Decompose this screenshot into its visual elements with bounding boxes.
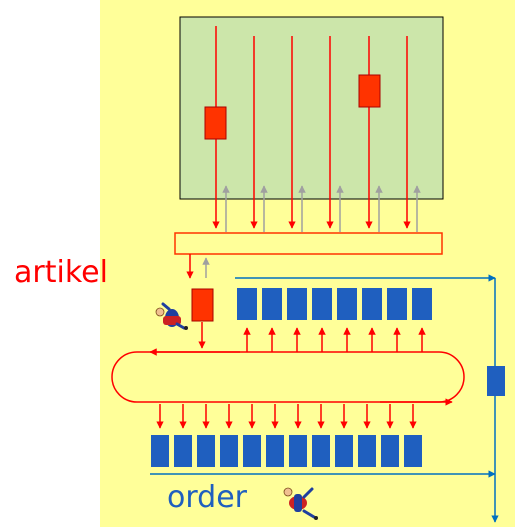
- storage-return-arrows: [222, 185, 421, 232]
- order-flow-lines: [150, 274, 499, 523]
- storage-item-box-2: [358, 74, 381, 108]
- lower-bin-12: [404, 435, 422, 467]
- loop-to-upper-bins-arrows: [243, 327, 426, 352]
- circulation-loop: [111, 351, 465, 403]
- lower-bin-3: [197, 435, 215, 467]
- upper-bin-5: [337, 288, 357, 320]
- worker-icon: [283, 487, 318, 520]
- upper-bin-7: [387, 288, 407, 320]
- lower-bin-5: [243, 435, 261, 467]
- upper-bin-3: [287, 288, 307, 320]
- upper-bin-8: [412, 288, 432, 320]
- lower-bin-6: [266, 435, 284, 467]
- order-label: order: [167, 480, 247, 515]
- upper-bin-1: [237, 288, 257, 320]
- order-transport-box: [487, 366, 505, 396]
- lower-bin-1: [151, 435, 169, 467]
- lower-bin-8: [312, 435, 330, 467]
- lower-bin-2: [174, 435, 192, 467]
- worker-icon: [155, 302, 188, 330]
- storage-item-box-1: [204, 106, 227, 140]
- lower-bin-9: [335, 435, 353, 467]
- upper-bin-2: [262, 288, 282, 320]
- lower-bin-11: [381, 435, 399, 467]
- input-strip: [174, 232, 443, 255]
- artikel-label: artikel: [14, 255, 108, 290]
- lower-bin-10: [358, 435, 376, 467]
- lower-bin-4: [220, 435, 238, 467]
- artikel-box: [191, 288, 214, 322]
- upper-bin-6: [362, 288, 382, 320]
- loop-to-lower-bins-arrows: [156, 404, 417, 429]
- upper-bin-row: [237, 288, 432, 320]
- storage-output-arrows: [212, 26, 411, 229]
- lower-bin-row: [151, 435, 422, 467]
- lower-bin-7: [289, 435, 307, 467]
- upper-bin-4: [312, 288, 332, 320]
